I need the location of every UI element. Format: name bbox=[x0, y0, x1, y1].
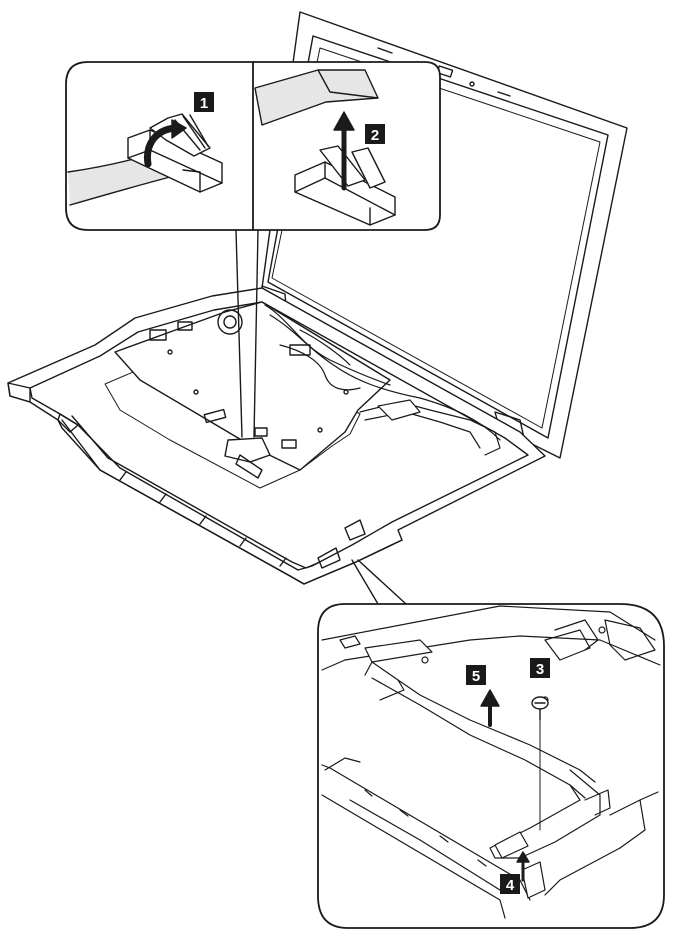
step-callout-4: 4 bbox=[500, 874, 520, 894]
curved-arrow-icon bbox=[143, 119, 187, 168]
step-callout-2: 2 bbox=[365, 124, 385, 144]
arrow-up-icon bbox=[480, 689, 500, 727]
top-panel-leader bbox=[235, 229, 259, 438]
step-callout-3: 3 bbox=[530, 658, 550, 678]
step-callout-5: 5 bbox=[466, 665, 486, 685]
step-1-label: 1 bbox=[200, 95, 208, 112]
system-board bbox=[114, 301, 391, 479]
io-board-detail bbox=[321, 605, 661, 919]
step-4-label: 4 bbox=[506, 877, 515, 894]
screw-icon bbox=[531, 696, 549, 831]
arrow-up-icon bbox=[333, 111, 355, 191]
step-callout-1: 1 bbox=[194, 92, 214, 112]
arrow-up-icon bbox=[516, 851, 530, 882]
antenna-cables bbox=[264, 304, 501, 456]
step-2-label: 2 bbox=[371, 127, 379, 144]
bottom-panel-leader bbox=[351, 559, 407, 605]
step-5-label: 5 bbox=[472, 668, 480, 685]
step-3-label: 3 bbox=[536, 661, 544, 678]
